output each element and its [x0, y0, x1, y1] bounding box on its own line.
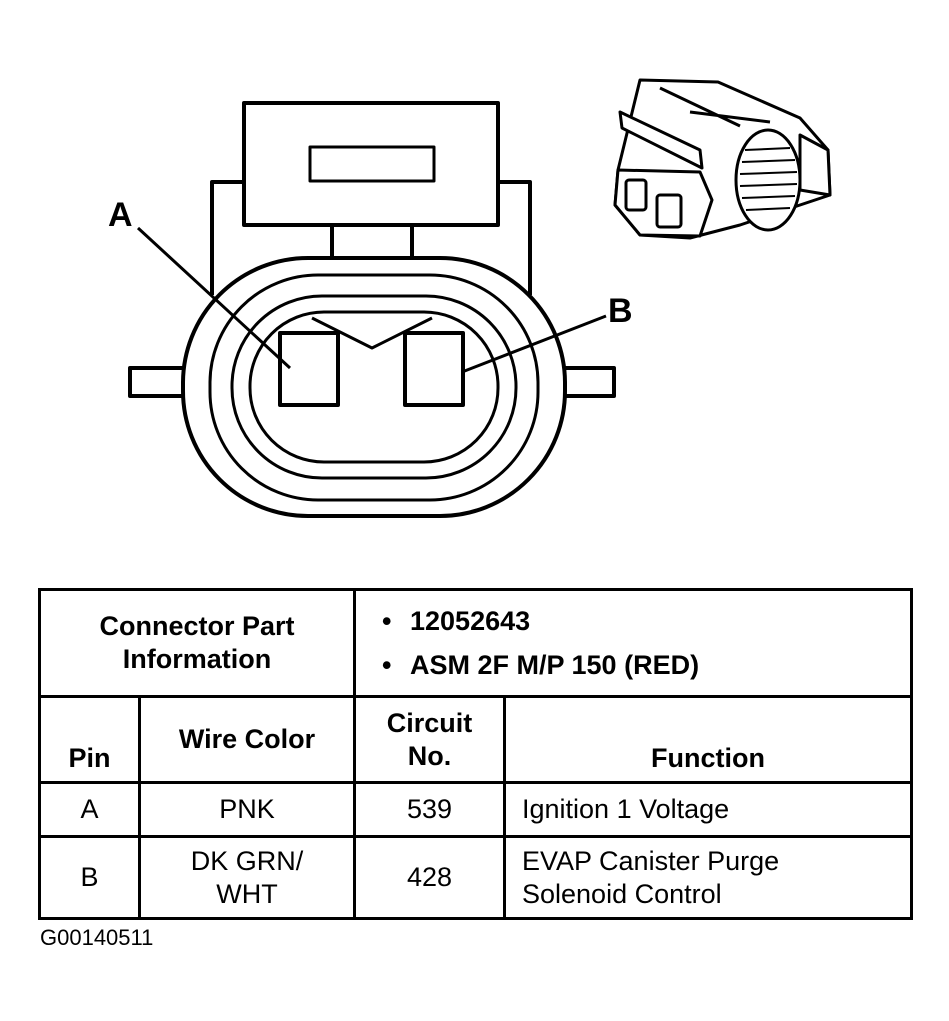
part-number-item: ASM 2F M/P 150 (RED) — [382, 643, 910, 687]
terminal-b — [403, 331, 465, 407]
circuit-cell: 428 — [353, 835, 506, 920]
part-info-label-cell: Connector Part Information — [38, 588, 356, 698]
part-number-item: 12052643 — [382, 599, 910, 643]
connector-inner-shell — [208, 273, 540, 502]
callout-a: A — [108, 196, 133, 234]
wire-color-label: DK GRN/ WHT — [190, 845, 304, 909]
header-function: Function — [502, 695, 914, 784]
function-cell: Ignition 1 Voltage — [502, 781, 914, 838]
table-row: B DK GRN/ WHT 428 EVAP Canister Purge So… — [38, 835, 914, 920]
wire-color-cell: DK GRN/ WHT — [138, 835, 356, 920]
table-row: A PNK 539 Ignition 1 Voltage — [38, 781, 914, 838]
left-mounting-ear — [128, 366, 190, 398]
function-label: EVAP Canister Purge Solenoid Control — [522, 845, 780, 909]
circuit-cell: 539 — [353, 781, 506, 838]
connector-body-shoulders — [210, 180, 532, 295]
terminal-a — [278, 331, 340, 407]
wire-color-cell: PNK — [138, 781, 356, 838]
leader-line-b — [461, 314, 607, 374]
figure-code: G00140511 — [40, 925, 154, 950]
header-pin: Pin — [38, 695, 141, 784]
pin-cell: B — [38, 835, 141, 920]
connector-latch — [242, 101, 500, 227]
connector-info-table: Connector Part Information 12052643 ASM … — [38, 588, 914, 920]
function-cell: EVAP Canister Purge Solenoid Control — [502, 835, 914, 920]
connector-outer-shell — [181, 256, 567, 518]
part-number-list: 12052643 ASM 2F M/P 150 (RED) — [356, 591, 910, 695]
leader-line-a — [136, 226, 292, 370]
connector-seal-ring — [230, 294, 518, 480]
connector-illustration — [128, 78, 832, 518]
header-circuit-no: Circuit No. — [353, 695, 506, 784]
pin-cell: A — [38, 781, 141, 838]
part-info-label: Connector Part Information — [99, 611, 295, 674]
part-numbers-cell: 12052643 ASM 2F M/P 150 (RED) — [352, 588, 914, 698]
connector-perspective-illustration — [613, 78, 832, 240]
connector-cavity — [248, 310, 500, 464]
connector-key-notch — [311, 316, 433, 350]
header-wire-color: Wire Color — [138, 695, 356, 784]
connector-lock-tab — [330, 223, 414, 261]
header-circuit-no-label: Circuit No. — [386, 707, 473, 771]
callout-b: B — [608, 292, 633, 330]
table-header-row: Pin Wire Color Circuit No. Function — [38, 695, 914, 784]
